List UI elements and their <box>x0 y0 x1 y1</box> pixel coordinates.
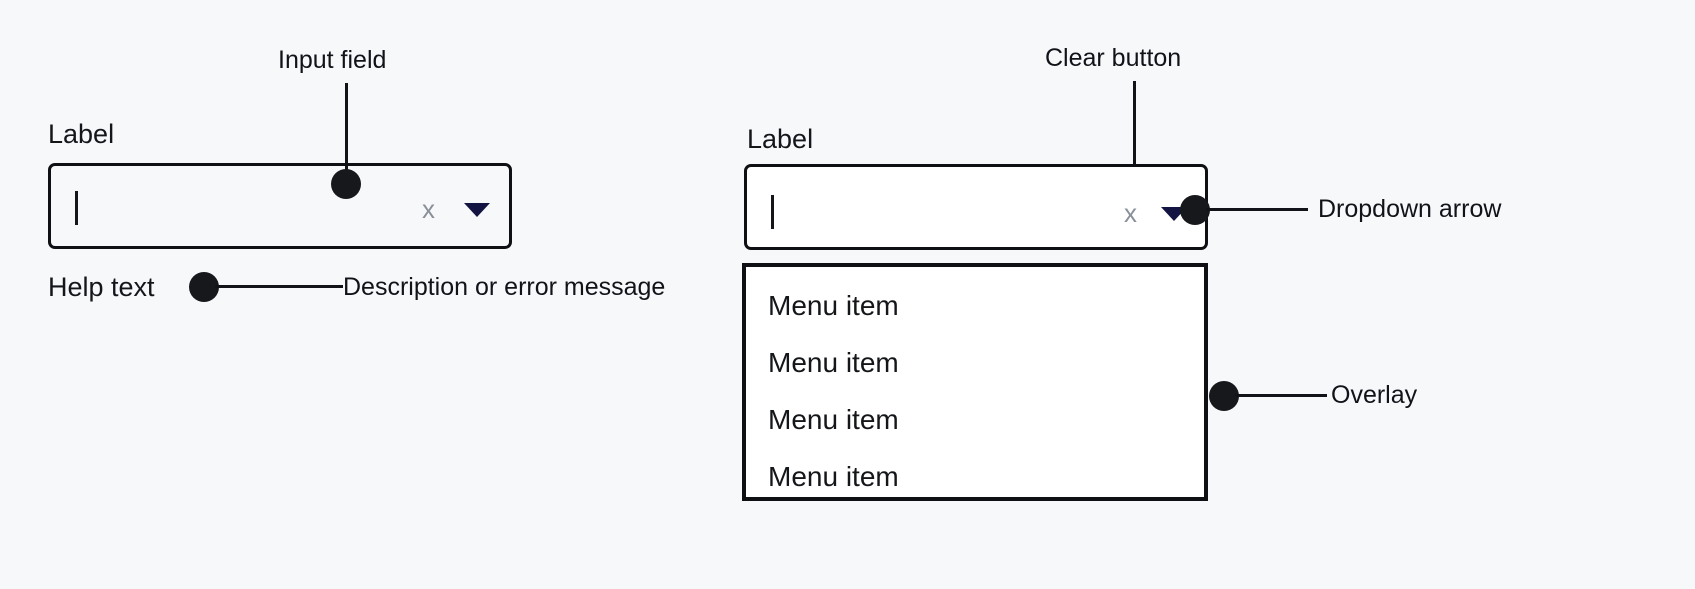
right-input-field[interactable]: x <box>744 164 1208 250</box>
left-help-text: Help text <box>48 272 155 302</box>
annotation-leader-line-clear-button <box>1133 81 1136 177</box>
annotation-label-dropdown-arrow: Dropdown arrow <box>1318 195 1502 223</box>
left-clear-button[interactable]: x <box>422 194 435 224</box>
annotation-dot-overlay <box>1209 381 1239 411</box>
menu-item[interactable]: Menu item <box>768 404 899 435</box>
annotation-label-overlay: Overlay <box>1331 381 1418 409</box>
left-dropdown-arrow-icon[interactable] <box>464 203 490 217</box>
annotation-label-clear-button: Clear button <box>1045 44 1182 72</box>
annotation-dot-input-field <box>331 169 361 199</box>
dropdown-overlay-panel[interactable]: Menu item Menu item Menu item Menu item <box>742 263 1208 501</box>
annotation-leader-line-input-field <box>345 83 348 185</box>
annotation-leader-line-dropdown-arrow <box>1206 208 1308 211</box>
menu-item[interactable]: Menu item <box>768 347 899 378</box>
annotation-label-input-field: Input field <box>278 46 387 74</box>
right-clear-button[interactable]: x <box>1124 198 1137 228</box>
right-field-label: Label <box>747 124 814 154</box>
annotation-leader-line-overlay <box>1235 394 1327 397</box>
annotation-dot-help-text <box>189 272 219 302</box>
left-field-label: Label <box>48 119 115 149</box>
menu-item[interactable]: Menu item <box>768 461 899 492</box>
right-text-caret <box>771 195 774 229</box>
annotation-leader-line-help-text <box>215 285 343 288</box>
annotation-label-help-description: Description or error message <box>343 273 666 301</box>
annotation-dot-dropdown-arrow <box>1180 195 1210 225</box>
left-text-caret <box>75 191 78 225</box>
left-input-field[interactable]: x <box>48 163 512 249</box>
menu-item[interactable]: Menu item <box>768 290 899 321</box>
